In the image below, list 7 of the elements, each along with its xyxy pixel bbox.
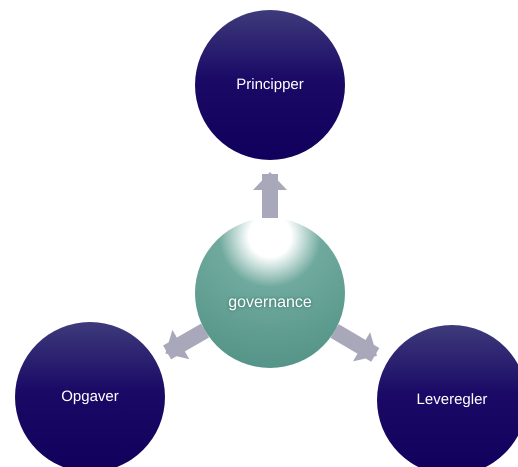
circle-label: governance xyxy=(228,293,312,313)
block-arrow xyxy=(163,324,210,360)
block-arrow xyxy=(330,324,380,362)
block-arrow xyxy=(253,172,287,218)
circle-label: Leveregler xyxy=(416,390,488,410)
circle-label: Opgaver xyxy=(61,386,119,407)
circle-label: Principper xyxy=(236,74,304,95)
